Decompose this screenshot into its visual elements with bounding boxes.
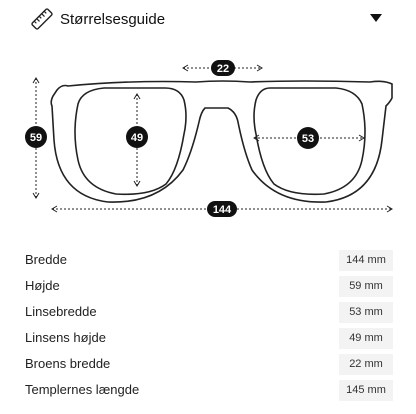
spec-value: 53 mm xyxy=(339,302,393,323)
spec-value: 145 mm xyxy=(339,380,393,401)
total-width-badge: 144 xyxy=(207,201,237,217)
spec-row-height: Højde 59 mm xyxy=(0,274,416,300)
spec-label: Linsens højde xyxy=(25,330,106,345)
ruler-icon xyxy=(31,8,53,30)
lens-height-badge: 49 xyxy=(126,126,148,148)
size-guide-title: Størrelsesguide xyxy=(60,11,166,28)
spec-label: Højde xyxy=(25,278,60,293)
spec-row-lens-height: Linsens højde 49 mm xyxy=(0,326,416,352)
spec-value: 22 mm xyxy=(339,354,393,375)
spec-row-bridge-width: Broens bredde 22 mm xyxy=(0,352,416,378)
lens-width-badge: 53 xyxy=(297,127,319,149)
spec-value: 59 mm xyxy=(339,276,393,297)
height-value: 59 xyxy=(30,132,42,144)
glasses-diagram: 22 59 49 53 144 xyxy=(25,60,393,217)
bridge-value: 22 xyxy=(217,63,229,75)
spec-label: Templernes længde xyxy=(25,382,140,397)
spec-row-lens-width: Linsebredde 53 mm xyxy=(0,300,416,326)
spec-row-width: Bredde 144 mm xyxy=(0,248,416,274)
lens-height-value: 49 xyxy=(131,132,143,144)
spec-label: Bredde xyxy=(25,252,67,267)
size-guide-header[interactable]: Størrelsesguide xyxy=(0,0,416,40)
glasses-frame xyxy=(50,80,393,203)
total-width-value: 144 xyxy=(213,204,232,216)
spec-row-temple-length: Templernes længde 145 mm xyxy=(0,378,416,404)
height-badge: 59 xyxy=(25,126,47,148)
triangle-down-icon[interactable] xyxy=(369,13,383,23)
left-lens xyxy=(74,87,187,196)
spec-value: 49 mm xyxy=(339,328,393,349)
spec-value: 144 mm xyxy=(339,250,393,271)
right-lens xyxy=(253,87,366,196)
lens-width-value: 53 xyxy=(302,133,314,145)
bridge-badge: 22 xyxy=(211,60,235,76)
spec-label: Broens bredde xyxy=(25,356,111,371)
spec-label: Linsebredde xyxy=(25,304,97,319)
